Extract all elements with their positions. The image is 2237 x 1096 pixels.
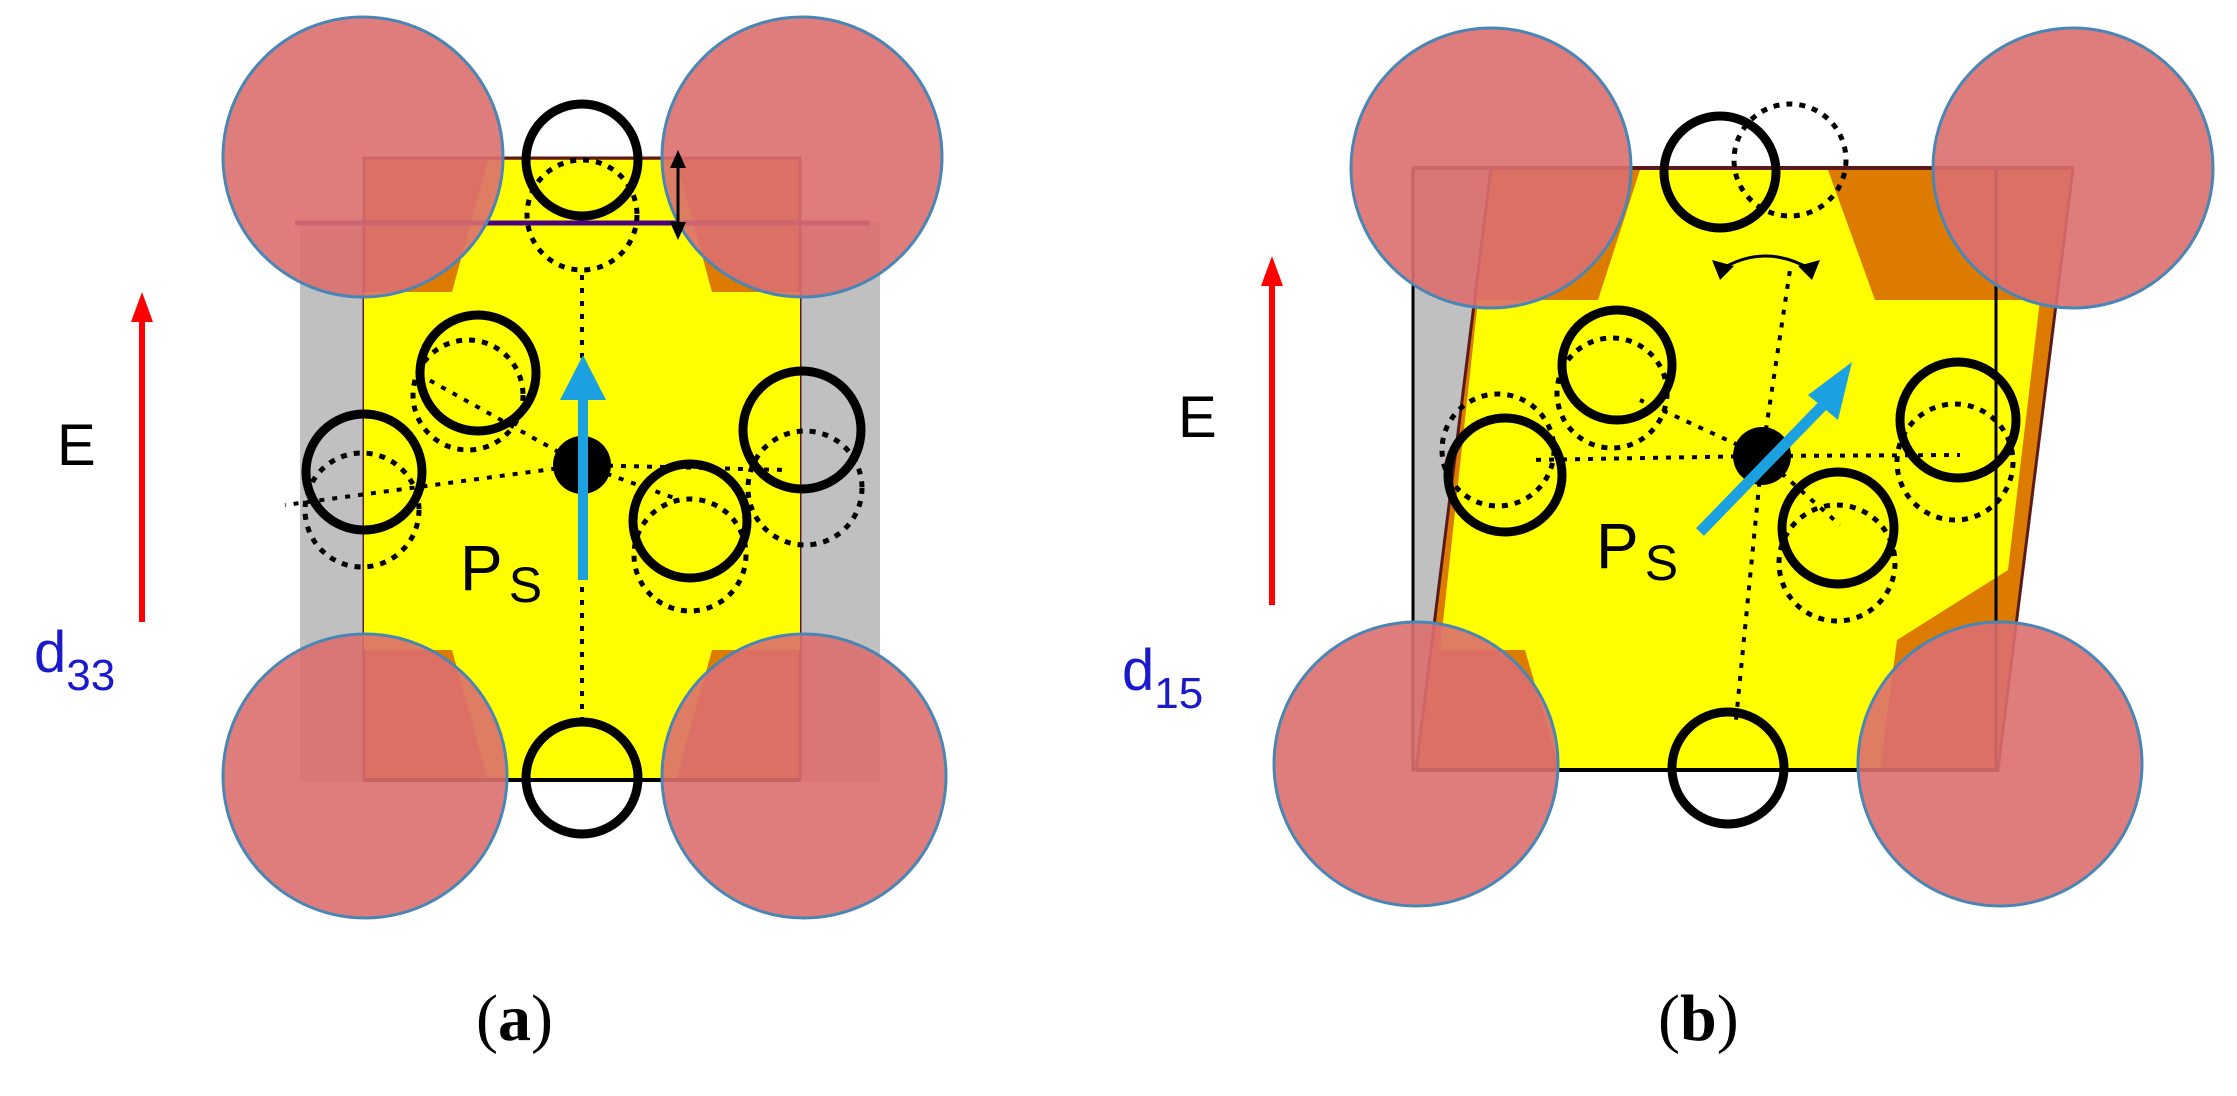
corner-atom-bottom-left xyxy=(221,632,509,920)
corner-atom-bottom-right xyxy=(660,632,948,920)
field-label-a: E xyxy=(57,413,96,478)
strain-double-arrow xyxy=(670,150,686,240)
corner-atom-top-left xyxy=(221,15,505,299)
electric-field-arrow-a xyxy=(131,292,153,622)
coefficient-label-a: d33 xyxy=(34,620,115,700)
central-cation-b xyxy=(1733,427,1791,485)
electric-field-arrow-b xyxy=(1261,256,1283,605)
corner-atom-top-left-b xyxy=(1349,26,1633,310)
corner-atom-top-right xyxy=(660,15,944,299)
field-label-b: E xyxy=(1178,385,1217,450)
corner-atom-bottom-right-b xyxy=(1856,620,2144,908)
rotation-arrow xyxy=(1712,254,1820,280)
panel-caption-b: (b) xyxy=(1658,982,1739,1055)
polarization-arrow-a xyxy=(560,355,606,580)
oxygen-ions-b xyxy=(1443,111,2021,829)
panel-caption-a: (a) xyxy=(476,982,553,1055)
coefficient-label-b: d15 xyxy=(1122,638,1203,718)
oxygen-ions xyxy=(301,99,866,839)
original-oxygen-positions xyxy=(302,157,865,614)
corner-atom-top-right-b xyxy=(1931,26,2215,310)
corner-atom-bottom-left-b xyxy=(1272,620,1560,908)
polarization-arrow-b xyxy=(1696,362,1852,536)
